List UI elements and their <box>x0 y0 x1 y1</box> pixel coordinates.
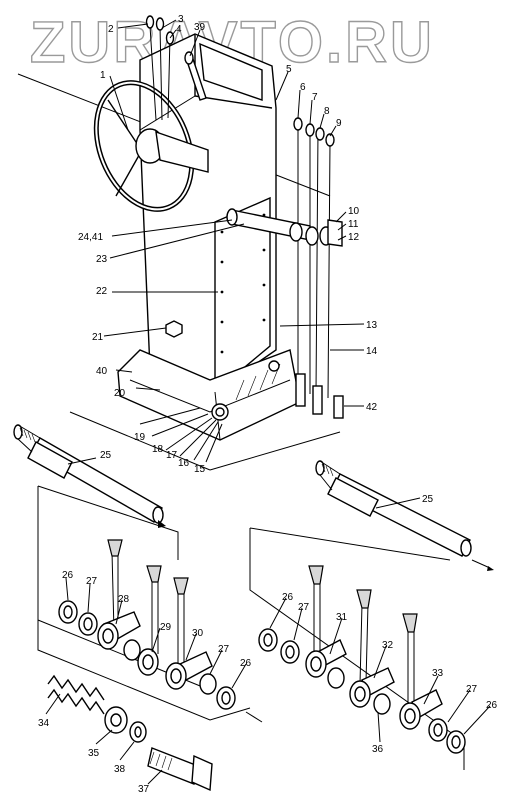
callout-37: 37 <box>138 784 150 795</box>
callout-27-far: 27 <box>466 684 478 695</box>
callout-40: 40 <box>96 366 108 377</box>
callout-28: 28 <box>118 594 130 605</box>
callout-35: 35 <box>88 748 100 759</box>
callout-42: 42 <box>366 402 378 413</box>
leader-lines <box>45 19 491 785</box>
column-housing <box>17 33 341 471</box>
callout-38: 38 <box>114 764 126 775</box>
callout-23: 23 <box>96 254 108 265</box>
callout-27-right: 27 <box>298 602 310 613</box>
callout-3: 3 <box>178 14 184 25</box>
callout-10: 10 <box>348 206 360 217</box>
callout-15: 15 <box>194 464 206 475</box>
callout-26-right: 26 <box>282 592 294 603</box>
callout-36: 36 <box>372 744 384 755</box>
callout-25-left: 25 <box>100 450 112 461</box>
callout-7: 7 <box>312 92 318 103</box>
callout-27-mid: 27 <box>218 644 230 655</box>
callout-11: 11 <box>348 219 359 230</box>
callout-4: 4 <box>176 24 182 35</box>
callout-14: 14 <box>366 346 378 357</box>
callout-31: 31 <box>336 612 348 623</box>
callout-5: 5 <box>286 64 292 75</box>
callout-22: 22 <box>96 286 108 297</box>
top-control-rods <box>145 15 207 121</box>
lower-right-levers <box>258 565 466 754</box>
callout-29: 29 <box>160 622 172 633</box>
callout-26-mid: 26 <box>240 658 252 669</box>
watermark-logo: ZURAVTO.RU <box>30 10 435 75</box>
lower-right-frame <box>249 527 465 770</box>
callout-8: 8 <box>324 106 330 117</box>
callout-16: 16 <box>178 458 190 469</box>
callout-17: 17 <box>166 450 178 461</box>
callout-2: 2 <box>108 24 114 35</box>
callout-19: 19 <box>134 432 146 443</box>
callout-26-far: 26 <box>486 700 498 711</box>
left-shaft-25 <box>13 424 164 524</box>
callout-18: 18 <box>152 444 164 455</box>
callout-13: 13 <box>366 320 378 331</box>
callout-labels: 2 3 4 39 1 5 6 7 8 9 10 11 12 24,41 23 2… <box>38 14 498 795</box>
spring-bolt-group <box>47 674 213 792</box>
callout-21: 21 <box>92 332 104 343</box>
lower-left-levers <box>58 539 236 710</box>
steering-wheel <box>93 80 209 212</box>
callout-27-left: 27 <box>86 576 98 587</box>
callout-24-41: 24,41 <box>78 232 103 243</box>
callout-9: 9 <box>336 118 342 129</box>
callout-39: 39 <box>194 22 206 33</box>
callout-32: 32 <box>382 640 394 651</box>
callout-25-right: 25 <box>422 494 434 505</box>
callout-30: 30 <box>192 628 204 639</box>
callout-33: 33 <box>432 668 444 679</box>
callout-26-left: 26 <box>62 570 74 581</box>
right-shaft-25 <box>315 460 494 571</box>
callout-1: 1 <box>100 70 106 81</box>
callout-6: 6 <box>300 82 306 93</box>
callout-34: 34 <box>38 718 50 729</box>
callout-12: 12 <box>348 232 360 243</box>
callout-20: 20 <box>114 388 126 399</box>
